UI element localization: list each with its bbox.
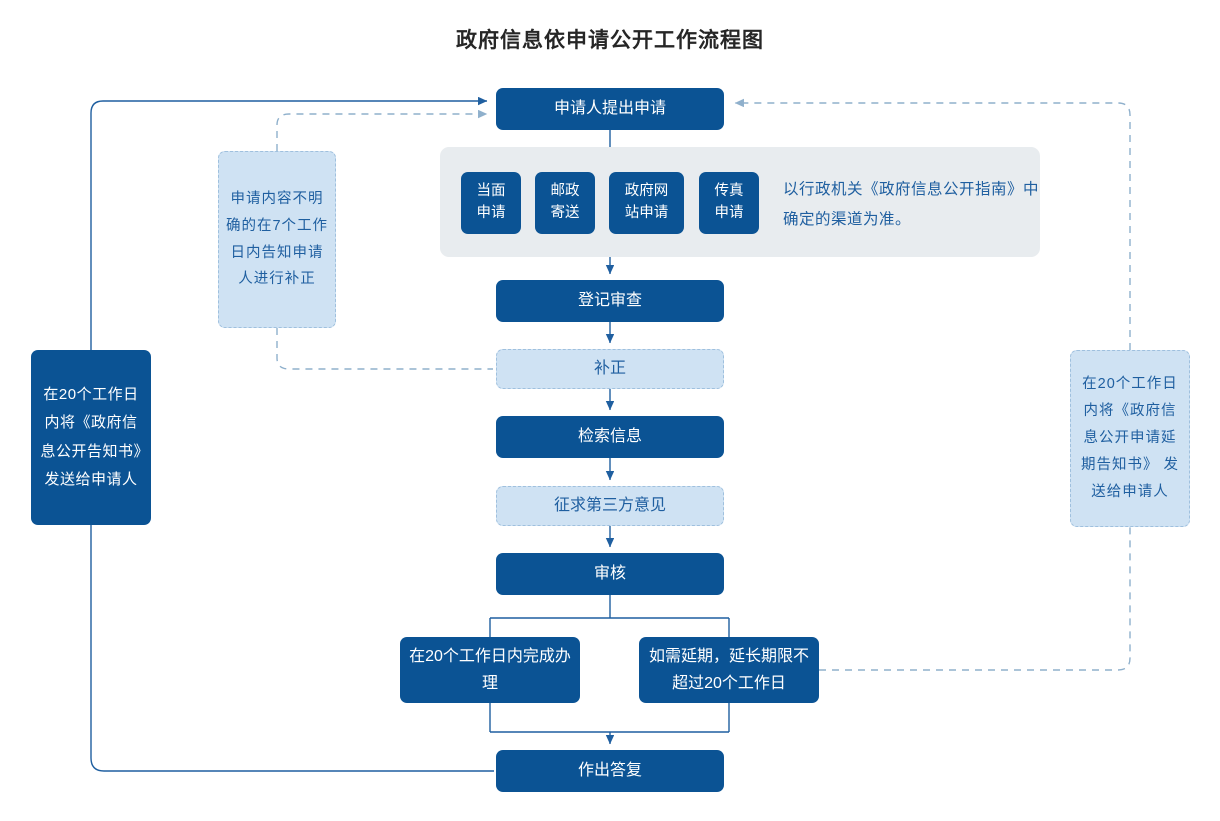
annotation-disclosure-notice[interactable]: 在20个工作日内将《政府信息公开告知书》发送给申请人 xyxy=(31,350,151,525)
node-channel-in-person[interactable]: 当面申请 xyxy=(461,172,521,234)
annotation-extension-notice[interactable]: 在20个工作日内将《政府信息公开申请延期告知书》 发送给申请人 xyxy=(1070,350,1190,527)
node-supplement-label: 补正 xyxy=(593,360,626,378)
node-start-label: 申请人提出申请 xyxy=(553,100,666,118)
node-start[interactable]: 申请人提出申请 xyxy=(496,88,724,130)
node-channel-fax-label: 传真申请 xyxy=(714,183,744,221)
node-review-label: 审核 xyxy=(593,565,626,583)
node-supplement[interactable]: 补正 xyxy=(496,349,724,389)
annotation-disclosure-notice-label: 在20个工作日内将《政府信息公开告知书》发送给申请人 xyxy=(40,385,142,489)
node-channel-website[interactable]: 政府网站申请 xyxy=(609,172,684,234)
node-channel-post-label: 邮政寄送 xyxy=(550,183,580,221)
node-retrieve-info-label: 检索信息 xyxy=(577,428,642,446)
node-complete-in-20-days-label: 在20个工作日内完成办理 xyxy=(409,647,571,692)
annotation-supplement-notice-label: 申请内容不明确的在7个工作日内告知申请人进行补正 xyxy=(225,190,329,288)
page-title: 政府信息依申请公开工作流程图 xyxy=(456,29,764,52)
node-channel-website-label: 政府网站申请 xyxy=(624,183,669,221)
node-make-reply[interactable]: 作出答复 xyxy=(496,750,724,792)
node-channel-post[interactable]: 邮政寄送 xyxy=(535,172,595,234)
node-register-review[interactable]: 登记审查 xyxy=(496,280,724,322)
node-extension-20-days[interactable]: 如需延期，延长期限不超过20个工作日 xyxy=(639,637,819,703)
annotation-extension-notice-label: 在20个工作日内将《政府信息公开申请延期告知书》 发送给申请人 xyxy=(1080,376,1180,500)
node-complete-in-20-days[interactable]: 在20个工作日内完成办理 xyxy=(400,637,580,703)
node-third-party-opinion-label: 征求第三方意见 xyxy=(553,497,666,515)
node-register-review-label: 登记审查 xyxy=(577,292,642,310)
node-channel-in-person-label: 当面申请 xyxy=(476,183,506,221)
node-extension-20-days-label: 如需延期，延长期限不超过20个工作日 xyxy=(648,647,809,692)
node-retrieve-info[interactable]: 检索信息 xyxy=(496,416,724,458)
channel-note-text: 以行政机关《政府信息公开指南》中确定的渠道为准。 xyxy=(783,181,1040,229)
channel-panel-note: 以行政机关《政府信息公开指南》中确定的渠道为准。 xyxy=(777,175,1051,235)
node-third-party-opinion[interactable]: 征求第三方意见 xyxy=(496,486,724,526)
node-review[interactable]: 审核 xyxy=(496,553,724,595)
node-make-reply-label: 作出答复 xyxy=(577,762,642,780)
node-channel-fax[interactable]: 传真申请 xyxy=(699,172,759,234)
annotation-supplement-notice[interactable]: 申请内容不明确的在7个工作日内告知申请人进行补正 xyxy=(218,151,336,328)
